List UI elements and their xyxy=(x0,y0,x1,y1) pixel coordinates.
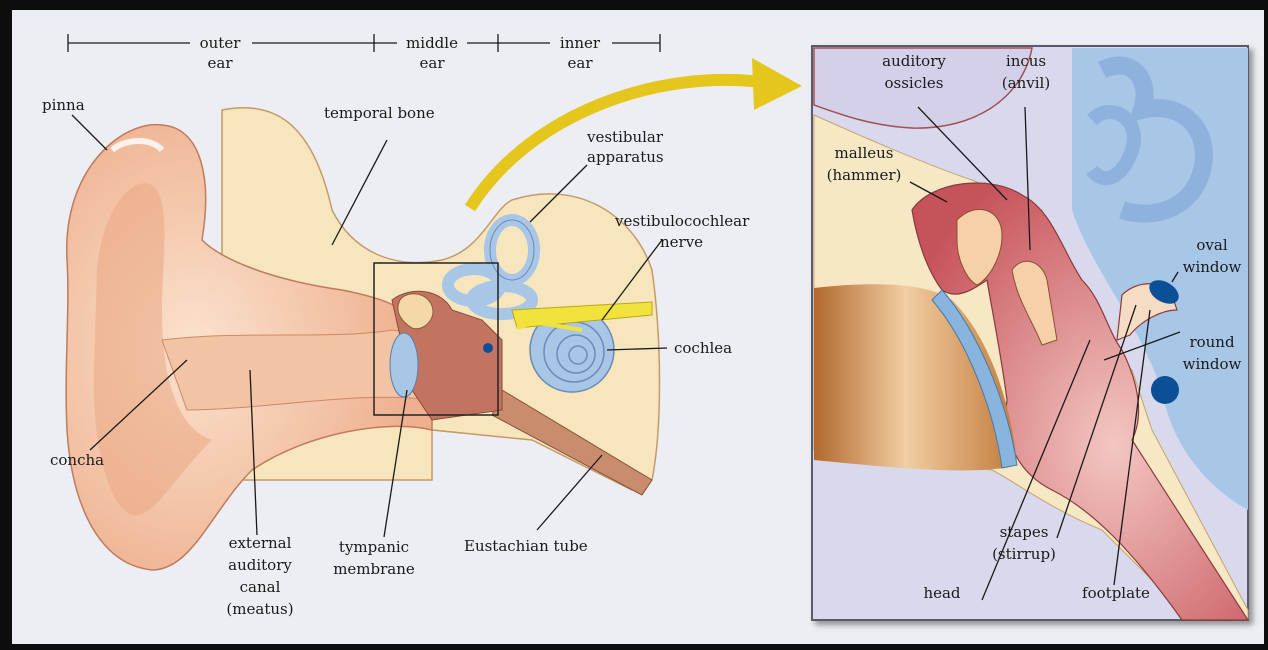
label-oval-window-1: oval xyxy=(1196,236,1227,254)
label-pinna: pinna xyxy=(42,96,85,114)
label-eustachian-tube: Eustachian tube xyxy=(464,537,588,555)
label-temporal-bone: temporal bone xyxy=(324,104,435,122)
label-round-window-1: round xyxy=(1189,333,1235,351)
label-eac-4: (meatus) xyxy=(226,600,293,618)
label-ossicles-2: ossicles xyxy=(885,74,944,92)
label-middle-ear-2: ear xyxy=(420,54,446,72)
label-eac-3: canal xyxy=(240,578,281,596)
round-window-dot-small xyxy=(483,343,493,353)
label-tympanic-1: tympanic xyxy=(339,538,409,556)
label-incus-2: (anvil) xyxy=(1002,74,1050,92)
label-ossicles-1: auditory xyxy=(882,52,946,70)
label-malleus-2: (hammer) xyxy=(827,166,902,184)
label-eac-2: auditory xyxy=(228,556,292,574)
label-stapes-1: stapes xyxy=(1000,523,1049,541)
label-tympanic-2: membrane xyxy=(333,560,415,578)
diagram-canvas: outer ear middle ear inner ear pinna tem… xyxy=(12,10,1264,644)
label-outer-ear-2: ear xyxy=(208,54,234,72)
label-malleus-1: malleus xyxy=(835,144,894,162)
label-inner-ear-1: inner xyxy=(560,34,601,52)
label-cochlea: cochlea xyxy=(674,339,732,357)
outer-ear-illustration xyxy=(66,108,659,570)
label-outer-ear-1: outer xyxy=(200,34,242,52)
label-stapes-2: (stirrup) xyxy=(992,545,1056,563)
label-incus-1: incus xyxy=(1006,52,1046,70)
label-vcn-2: nerve xyxy=(660,233,703,251)
label-vestibular-2: apparatus xyxy=(587,148,664,166)
label-head: head xyxy=(923,584,960,602)
label-oval-window-2: window xyxy=(1183,258,1242,276)
tympanic-membrane-shape xyxy=(390,333,418,397)
label-middle-ear-1: middle xyxy=(406,34,458,52)
label-footplate: footplate xyxy=(1082,584,1150,602)
ear-anatomy-diagram: outer ear middle ear inner ear pinna tem… xyxy=(12,10,1264,644)
label-eac-1: external xyxy=(229,534,292,552)
label-vcn-1: vestibulocochlear xyxy=(614,212,750,230)
label-vestibular-1: vestibular xyxy=(586,128,664,146)
label-concha: concha xyxy=(50,451,104,469)
label-round-window-2: window xyxy=(1183,355,1242,373)
label-inner-ear-2: ear xyxy=(568,54,594,72)
